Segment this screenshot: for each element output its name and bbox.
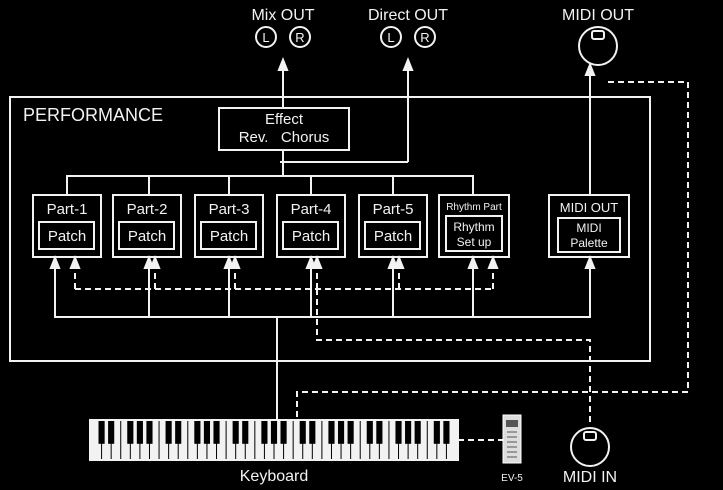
part-3-label: Part-3 — [209, 201, 250, 218]
ev5-label: EV-5 — [501, 473, 523, 484]
mix-out-l-jack — [255, 26, 277, 48]
ev5-pedal-icon — [502, 414, 522, 464]
mix-out-r-jack — [289, 26, 311, 48]
rhythm-inner-2: Set up — [457, 235, 492, 249]
direct-out-l-jack — [380, 26, 402, 48]
midi-in-dashed-line — [316, 289, 591, 425]
effect-subtitle: Rev. Chorus — [239, 129, 330, 146]
rhythm-part-label: Rhythm Part — [446, 202, 502, 213]
midi-in-connector-icon — [570, 427, 610, 467]
direct-out-label: Direct OUT — [368, 7, 448, 24]
midi-out-label: MIDI OUT — [562, 7, 634, 24]
part-2-patch: Patch — [128, 228, 166, 245]
direct-out-l-label: L — [387, 30, 394, 45]
keyboard-label: Keyboard — [240, 468, 309, 485]
direct-out-r-label: R — [420, 30, 429, 45]
midi-out-thru-dashed-line — [296, 81, 689, 420]
part-1-patch: Patch — [48, 228, 86, 245]
part-2-label: Part-2 — [127, 201, 168, 218]
midi-block-label: MIDI OUT — [560, 200, 619, 215]
effect-title: Effect — [265, 111, 304, 128]
rhythm-inner-1: Rhythm — [453, 220, 494, 234]
mix-out-r-label: R — [295, 30, 304, 45]
performance-title: PERFORMANCE — [23, 105, 163, 125]
performance-frame — [9, 96, 651, 362]
parts-bus-line — [66, 175, 474, 195]
midi-out-connector-icon — [578, 26, 618, 66]
midi-block-inner-2: Palette — [570, 236, 608, 250]
part-3-patch: Patch — [210, 228, 248, 245]
keyboard-to-parts-line — [49, 255, 596, 318]
part-5-patch: Patch — [374, 228, 412, 245]
mix-out-label: Mix OUT — [251, 7, 314, 24]
direct-out-r-jack — [414, 26, 436, 48]
part-4-label: Part-4 — [291, 201, 332, 218]
mix-out-l-label: L — [262, 30, 269, 45]
midi-in-label: MIDI IN — [563, 469, 617, 486]
keyboard-icon — [89, 419, 459, 461]
part-5-label: Part-5 — [373, 201, 414, 218]
midi-block-inner-1: MIDI — [576, 221, 601, 235]
part-1-label: Part-1 — [47, 201, 88, 218]
part-4-patch: Patch — [292, 228, 330, 245]
